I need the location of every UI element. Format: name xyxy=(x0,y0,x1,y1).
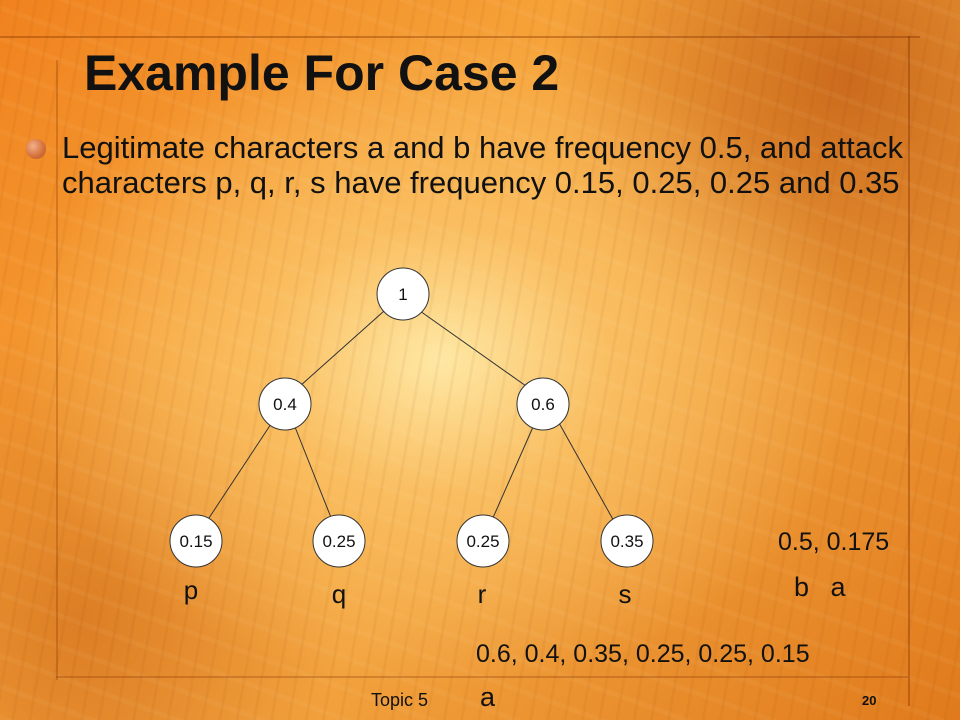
edge-left-q xyxy=(294,426,333,521)
slide-number: 20 xyxy=(862,693,877,708)
footer-topic: Topic 5 xyxy=(371,690,429,710)
frame-line-left xyxy=(56,60,58,680)
tree-node-root-label: 1 xyxy=(398,285,407,304)
tree-leaf-s-label: 0.35 xyxy=(610,532,643,551)
tree-leaf-r-label: 0.25 xyxy=(466,532,499,551)
tree-leaf-q: 0.25 q xyxy=(312,514,366,609)
frequency-pair-letters: b a xyxy=(794,572,846,602)
edge-root-left xyxy=(299,310,385,387)
frame-line-right xyxy=(908,36,910,706)
tree-leaf-p-letter: p xyxy=(184,575,198,605)
tree-node-right-label: 0.6 xyxy=(531,395,555,414)
tree-leaf-s-letter: s xyxy=(619,579,632,609)
bullet-dot-icon xyxy=(26,139,46,159)
bullet-text: Legitimate characters a and b have frequ… xyxy=(62,130,903,200)
tree-leaf-q-letter: q xyxy=(332,579,346,609)
tree-leaf-r: 0.25 r xyxy=(456,514,510,609)
tree-node-right: 0.6 xyxy=(516,377,570,431)
edge-root-right xyxy=(419,310,527,387)
tree-node-left: 0.4 xyxy=(258,377,312,431)
edge-right-s xyxy=(558,422,616,524)
tree-leaf-p-label: 0.15 xyxy=(179,532,212,551)
tree-node-root: 1 xyxy=(376,267,430,321)
tree-leaf-p: 0.15 p xyxy=(169,514,223,605)
frequency-pair-text: 0.5, 0.175 xyxy=(778,528,890,556)
sequence-letter: a xyxy=(480,682,496,712)
frame-line-top xyxy=(0,36,920,38)
tree-node-left-label: 0.4 xyxy=(273,395,297,414)
frame-line-bottom xyxy=(56,676,908,678)
tree-leaf-s: 0.35 s xyxy=(600,514,654,609)
edge-right-r xyxy=(491,426,534,521)
tree-leaf-r-letter: r xyxy=(478,579,487,609)
edge-left-p xyxy=(206,423,272,522)
tree-leaf-q-label: 0.25 xyxy=(322,532,355,551)
sorted-frequency-sequence: 0.6, 0.4, 0.35, 0.25, 0.25, 0.15 xyxy=(476,640,810,668)
slide-title: Example For Case 2 xyxy=(84,45,560,101)
